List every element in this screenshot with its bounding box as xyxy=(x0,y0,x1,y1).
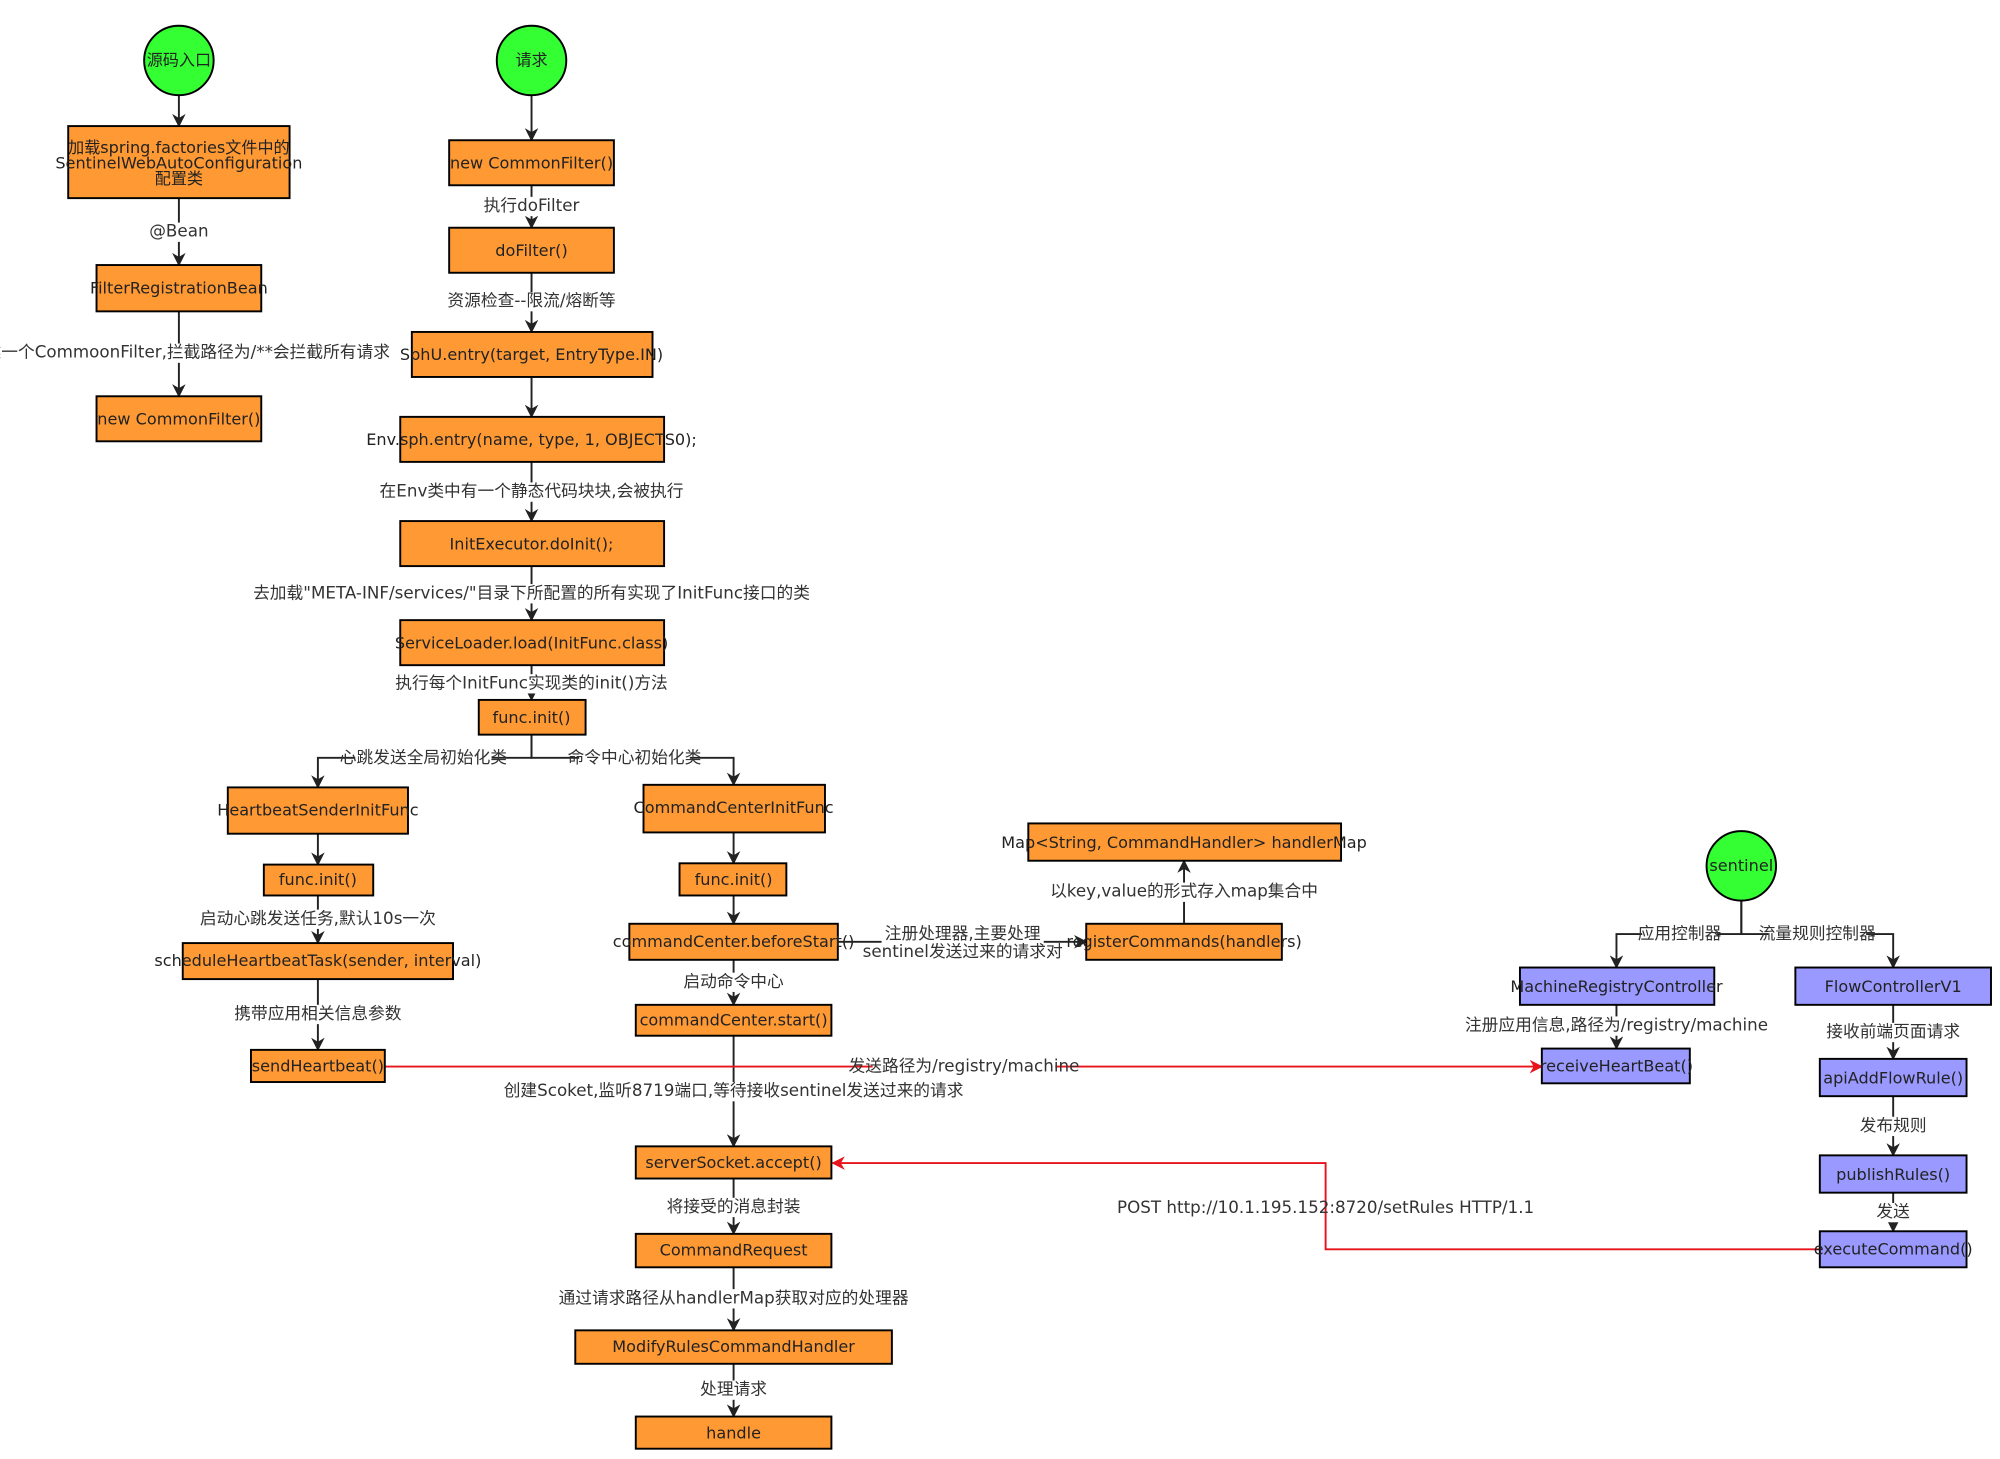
node-label-receive-heartbeat: receiveHeartBeat() xyxy=(1540,1057,1693,1076)
node-label-new-common-filter: new CommonFilter() xyxy=(450,154,613,173)
node-label-command-center-init-func: CommandCenterInitFunc xyxy=(634,798,834,817)
start-node-sentinel xyxy=(1705,830,1778,902)
node-label-send-heartbeat: sendHeartbeat() xyxy=(252,1057,384,1076)
node-server-socket-accept xyxy=(634,1145,833,1180)
label-command-center-class: 命令中心初始化类 xyxy=(568,747,702,767)
node-label-init-executor: InitExecutor.doInit(); xyxy=(450,534,614,553)
node-label-api-add-flow-rule: apiAddFlowRule() xyxy=(1823,1068,1963,1087)
label-env-static-block: 在Env类中有一个静态代码块块,会被执行 xyxy=(380,481,684,501)
node-label-server-socket-accept: serverSocket.accept() xyxy=(645,1153,821,1172)
node-handle xyxy=(634,1415,833,1450)
node-label-handle: handle xyxy=(706,1423,761,1442)
label-register-app-info: 注册应用信息,路径为/registry/machine xyxy=(1465,1015,1768,1035)
node-do-filter xyxy=(448,226,615,274)
node-func-init-main xyxy=(477,698,587,736)
start-label-request: 请求 xyxy=(515,51,547,70)
node-register-commands xyxy=(1085,922,1283,961)
label-register-handlers-line1: 注册处理器,主要处理 xyxy=(885,923,1041,943)
node-label-register-commands: registerCommands(handlers) xyxy=(1066,932,1301,951)
label-create-filter: 创建一个CommoonFilter,拦截路径为/**会拦截所有请求 xyxy=(0,342,390,362)
node-label-service-loader: ServiceLoader.load(InitFunc.class) xyxy=(395,633,668,652)
node-label-modify-rules-handler: ModifyRulesCommandHandler xyxy=(612,1337,855,1356)
node-label-heartbeat-sender-init-func: HeartbeatSenderInitFunc xyxy=(217,801,418,820)
label-receive-front-request: 接收前端页面请求 xyxy=(1826,1021,1960,1041)
node-label-machine-registry-controller: MachineRegistryController xyxy=(1510,977,1723,996)
node-label-new-common-filter-left: new CommonFilter() xyxy=(97,410,260,429)
node-func-init-heartbeat xyxy=(262,863,375,897)
node-machine-registry-controller xyxy=(1518,966,1716,1006)
node-label-handler-map: Map<String, CommandHandler> handlerMap xyxy=(1001,833,1367,852)
node-command-request xyxy=(634,1232,833,1269)
start-node-source xyxy=(143,24,215,97)
node-label-spring-factories-1: 加载spring.factories文件中的 xyxy=(68,138,290,157)
label-post-set-rules: POST http://10.1.195.152:8720/setRules H… xyxy=(1117,1197,1534,1217)
node-label-env-sph-entry: Env.sph.entry(name, type, 1, OBJECTS0); xyxy=(366,430,697,449)
node-heartbeat-sender-init-func xyxy=(226,786,409,835)
node-publish-rules xyxy=(1818,1154,1968,1194)
node-spring-factories xyxy=(67,125,291,200)
label-publish-rule: 发布规则 xyxy=(1860,1115,1927,1135)
label-bean: @Bean xyxy=(149,221,208,241)
node-command-center-init-func xyxy=(642,783,826,834)
node-handler-map xyxy=(1027,822,1343,862)
start-label-sentinel: sentinel xyxy=(1709,856,1773,875)
node-sphu-entry xyxy=(410,330,654,378)
node-func-init-command xyxy=(678,862,788,897)
node-label-schedule-heartbeat: scheduleHeartbeatTask(sender, interval) xyxy=(154,951,481,970)
node-send-heartbeat xyxy=(250,1048,386,1083)
node-new-common-filter-left xyxy=(95,395,263,443)
node-label-flow-controller-v1: FlowControllerV1 xyxy=(1825,977,1962,996)
label-send: 发送 xyxy=(1876,1201,1910,1221)
label-flow-rule-controller: 流量规则控制器 xyxy=(1759,923,1876,943)
start-label-source: 源码入口 xyxy=(147,51,211,70)
label-store-map: 以key,value的形式存入map集合中 xyxy=(1050,881,1318,901)
node-label-func-init-heartbeat: func.init() xyxy=(279,870,357,889)
node-before-start xyxy=(628,922,839,961)
node-filter-registration-bean xyxy=(95,264,263,313)
node-label-execute-command: executeCommand() xyxy=(1814,1239,1973,1258)
node-label-func-init-main: func.init() xyxy=(493,708,571,727)
node-flow-controller-v1 xyxy=(1794,966,1992,1006)
label-register-handlers-line2: sentinel发送过来的请求对 xyxy=(863,941,1063,961)
node-init-executor xyxy=(399,520,666,568)
label-carry-app-info: 携带应用相关信息参数 xyxy=(234,1003,401,1023)
node-new-common-filter xyxy=(448,139,615,187)
label-start-heartbeat-task: 启动心跳发送任务,默认10s一次 xyxy=(200,908,436,928)
label-start-command-center: 启动命令中心 xyxy=(683,971,784,991)
label-exec-dofilter: 执行doFilter xyxy=(484,195,580,215)
node-receive-heartbeat xyxy=(1540,1047,1691,1085)
label-heartbeat-class: 心跳发送全局初始化类 xyxy=(340,747,507,767)
edge-execute-to-accept xyxy=(831,1156,1820,1251)
node-env-sph-entry xyxy=(399,415,666,463)
node-label-spring-factories-2: SentinelWebAutoConfiguration xyxy=(55,154,302,173)
node-execute-command xyxy=(1818,1230,1968,1269)
node-label-command-request: CommandRequest xyxy=(660,1241,808,1260)
node-service-loader xyxy=(399,619,666,667)
start-node-request xyxy=(495,24,568,97)
label-get-handler: 通过请求路径从handlerMap获取对应的处理器 xyxy=(559,1287,909,1307)
node-label-command-center-start: commandCenter.start() xyxy=(640,1010,828,1029)
node-label-spring-factories-3: 配置类 xyxy=(155,169,203,188)
node-schedule-heartbeat xyxy=(181,942,454,981)
node-api-add-flow-rule xyxy=(1818,1057,1968,1098)
label-wrap-message: 将接受的消息封装 xyxy=(667,1196,801,1216)
node-modify-rules-handler xyxy=(574,1329,893,1365)
label-send-path: 发送路径为/registry/machine xyxy=(849,1056,1080,1076)
label-exec-each-init: 执行每个InitFunc实现类的init()方法 xyxy=(395,672,668,692)
node-label-do-filter: doFilter() xyxy=(495,241,567,260)
label-create-socket: 创建Scoket,监听8719端口,等待接收sentinel发送过来的请求 xyxy=(504,1080,964,1100)
node-label-filter-registration-bean: FilterRegistrationBean xyxy=(90,278,268,297)
label-app-controller: 应用控制器 xyxy=(1638,923,1722,943)
node-label-func-init-command: func.init() xyxy=(695,870,773,889)
label-load-meta-inf: 去加载"META-INF/services/"目录下所配置的所有实现了InitF… xyxy=(253,582,810,602)
node-label-before-start: commandCenter.beforeStart() xyxy=(613,932,855,951)
node-label-sphu-entry: SphU.entry(target, EntryType.IN) xyxy=(400,345,663,364)
node-label-publish-rules: publishRules() xyxy=(1836,1165,1950,1184)
label-process-request: 处理请求 xyxy=(700,1379,767,1399)
node-command-center-start xyxy=(634,1003,833,1037)
label-resource-check: 资源检查--限流/熔断等 xyxy=(447,290,615,310)
